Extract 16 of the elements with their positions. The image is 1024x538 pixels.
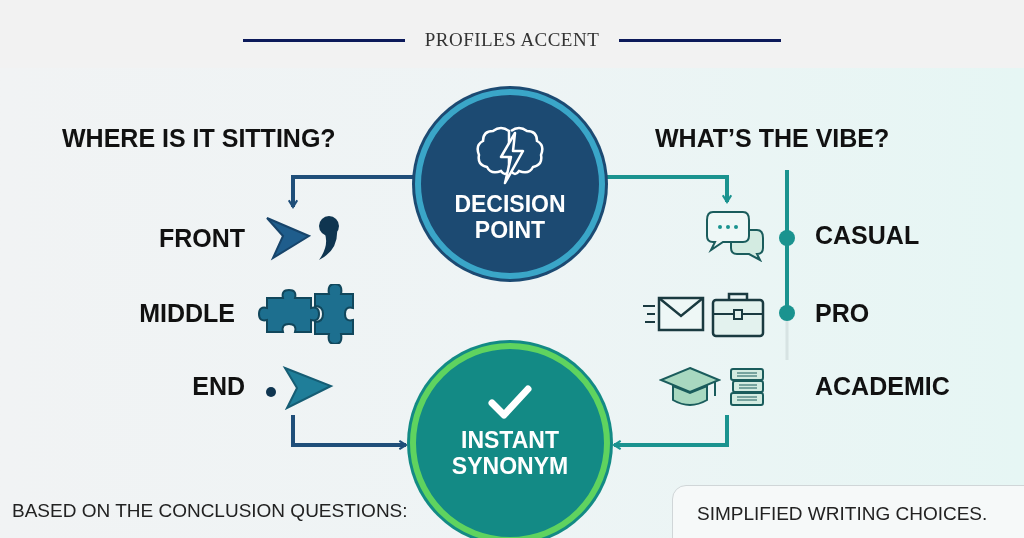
- option-label: MIDDLE: [139, 298, 235, 330]
- option-label: END: [192, 371, 245, 403]
- connector-arrow: [612, 415, 729, 451]
- note-text: BASED ON THE CONCLUSION QUESTIONS:: [12, 499, 408, 523]
- panel-text: SIMPLIFIED WRITING CHOICES.: [697, 502, 988, 526]
- option-label: CASUAL: [815, 220, 920, 252]
- node-label: DECISION POINT: [453, 191, 567, 243]
- title: PROFILES ACCENT: [424, 28, 600, 52]
- node-label: INSTANT SYNONYM: [450, 427, 570, 479]
- connector-arrow: [291, 415, 408, 451]
- section-heading: WHERE IS IT SITTING?: [62, 123, 336, 154]
- option-label: FRONT: [158, 223, 245, 255]
- option-label: ACADEMIC: [815, 371, 950, 403]
- section-heading: WHAT’S THE VIBE?: [655, 123, 890, 154]
- option-label: PRO: [815, 298, 870, 330]
- note-panel: [672, 485, 1024, 538]
